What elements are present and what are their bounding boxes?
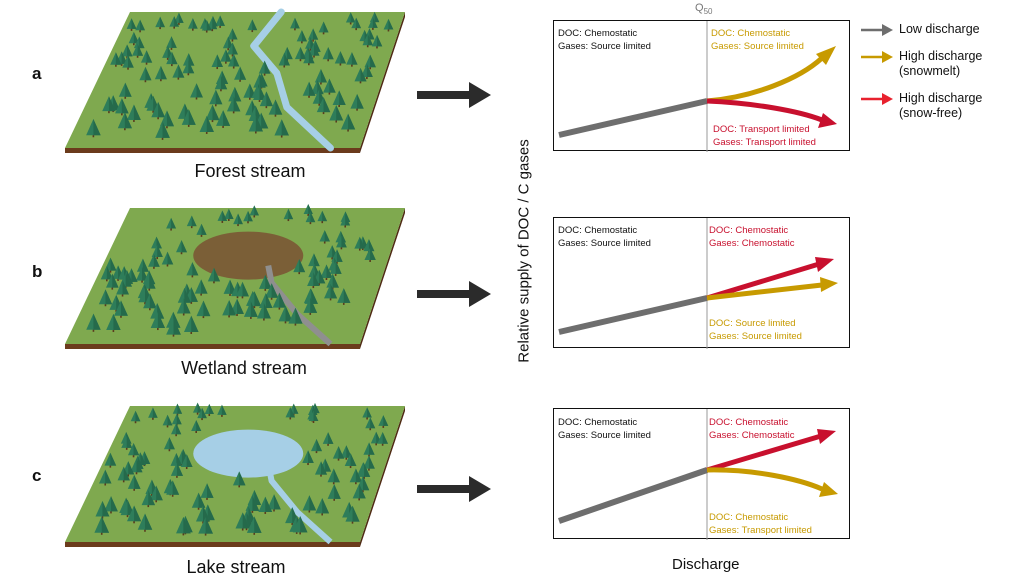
snowmelt-arrow: [706, 282, 823, 301]
low-discharge-line: [558, 295, 708, 335]
caption-forest-stream: Forest stream: [194, 161, 306, 181]
caption-lake-stream: Lake stream: [186, 557, 286, 577]
low-discharge-line: [558, 98, 708, 138]
row-letter-b: b: [32, 262, 43, 281]
row-letter-c: c: [32, 466, 42, 485]
snow-free-arrow: [706, 261, 820, 301]
row-letter-a: a: [32, 64, 42, 83]
x-axis-label: Discharge: [672, 556, 740, 573]
low-discharge-line: [558, 467, 708, 524]
caption-wetland-stream: Wetland stream: [181, 358, 307, 378]
q50-label: Q50: [695, 2, 713, 17]
arrow-right-icon: [415, 474, 493, 504]
trees: [86, 204, 376, 337]
wetland-landscape: [55, 196, 420, 356]
y-axis-label: Relative supply of DOC / C gases: [515, 139, 533, 363]
legend-arrow-icon: [861, 51, 893, 63]
snow-free-arrow: [706, 433, 822, 473]
forest-landscape: [55, 0, 420, 160]
snowmelt-arrow: [706, 467, 823, 492]
legend-arrow-icon: [861, 24, 893, 36]
snow-free-arrow: [706, 98, 823, 123]
snowmelt-arrow: [706, 56, 824, 104]
legend-arrow-icon: [861, 93, 893, 105]
trees: [94, 402, 389, 536]
arrow-right-icon: [415, 279, 493, 309]
arrow-right-icon: [415, 80, 493, 110]
lake-landscape: [55, 394, 420, 554]
